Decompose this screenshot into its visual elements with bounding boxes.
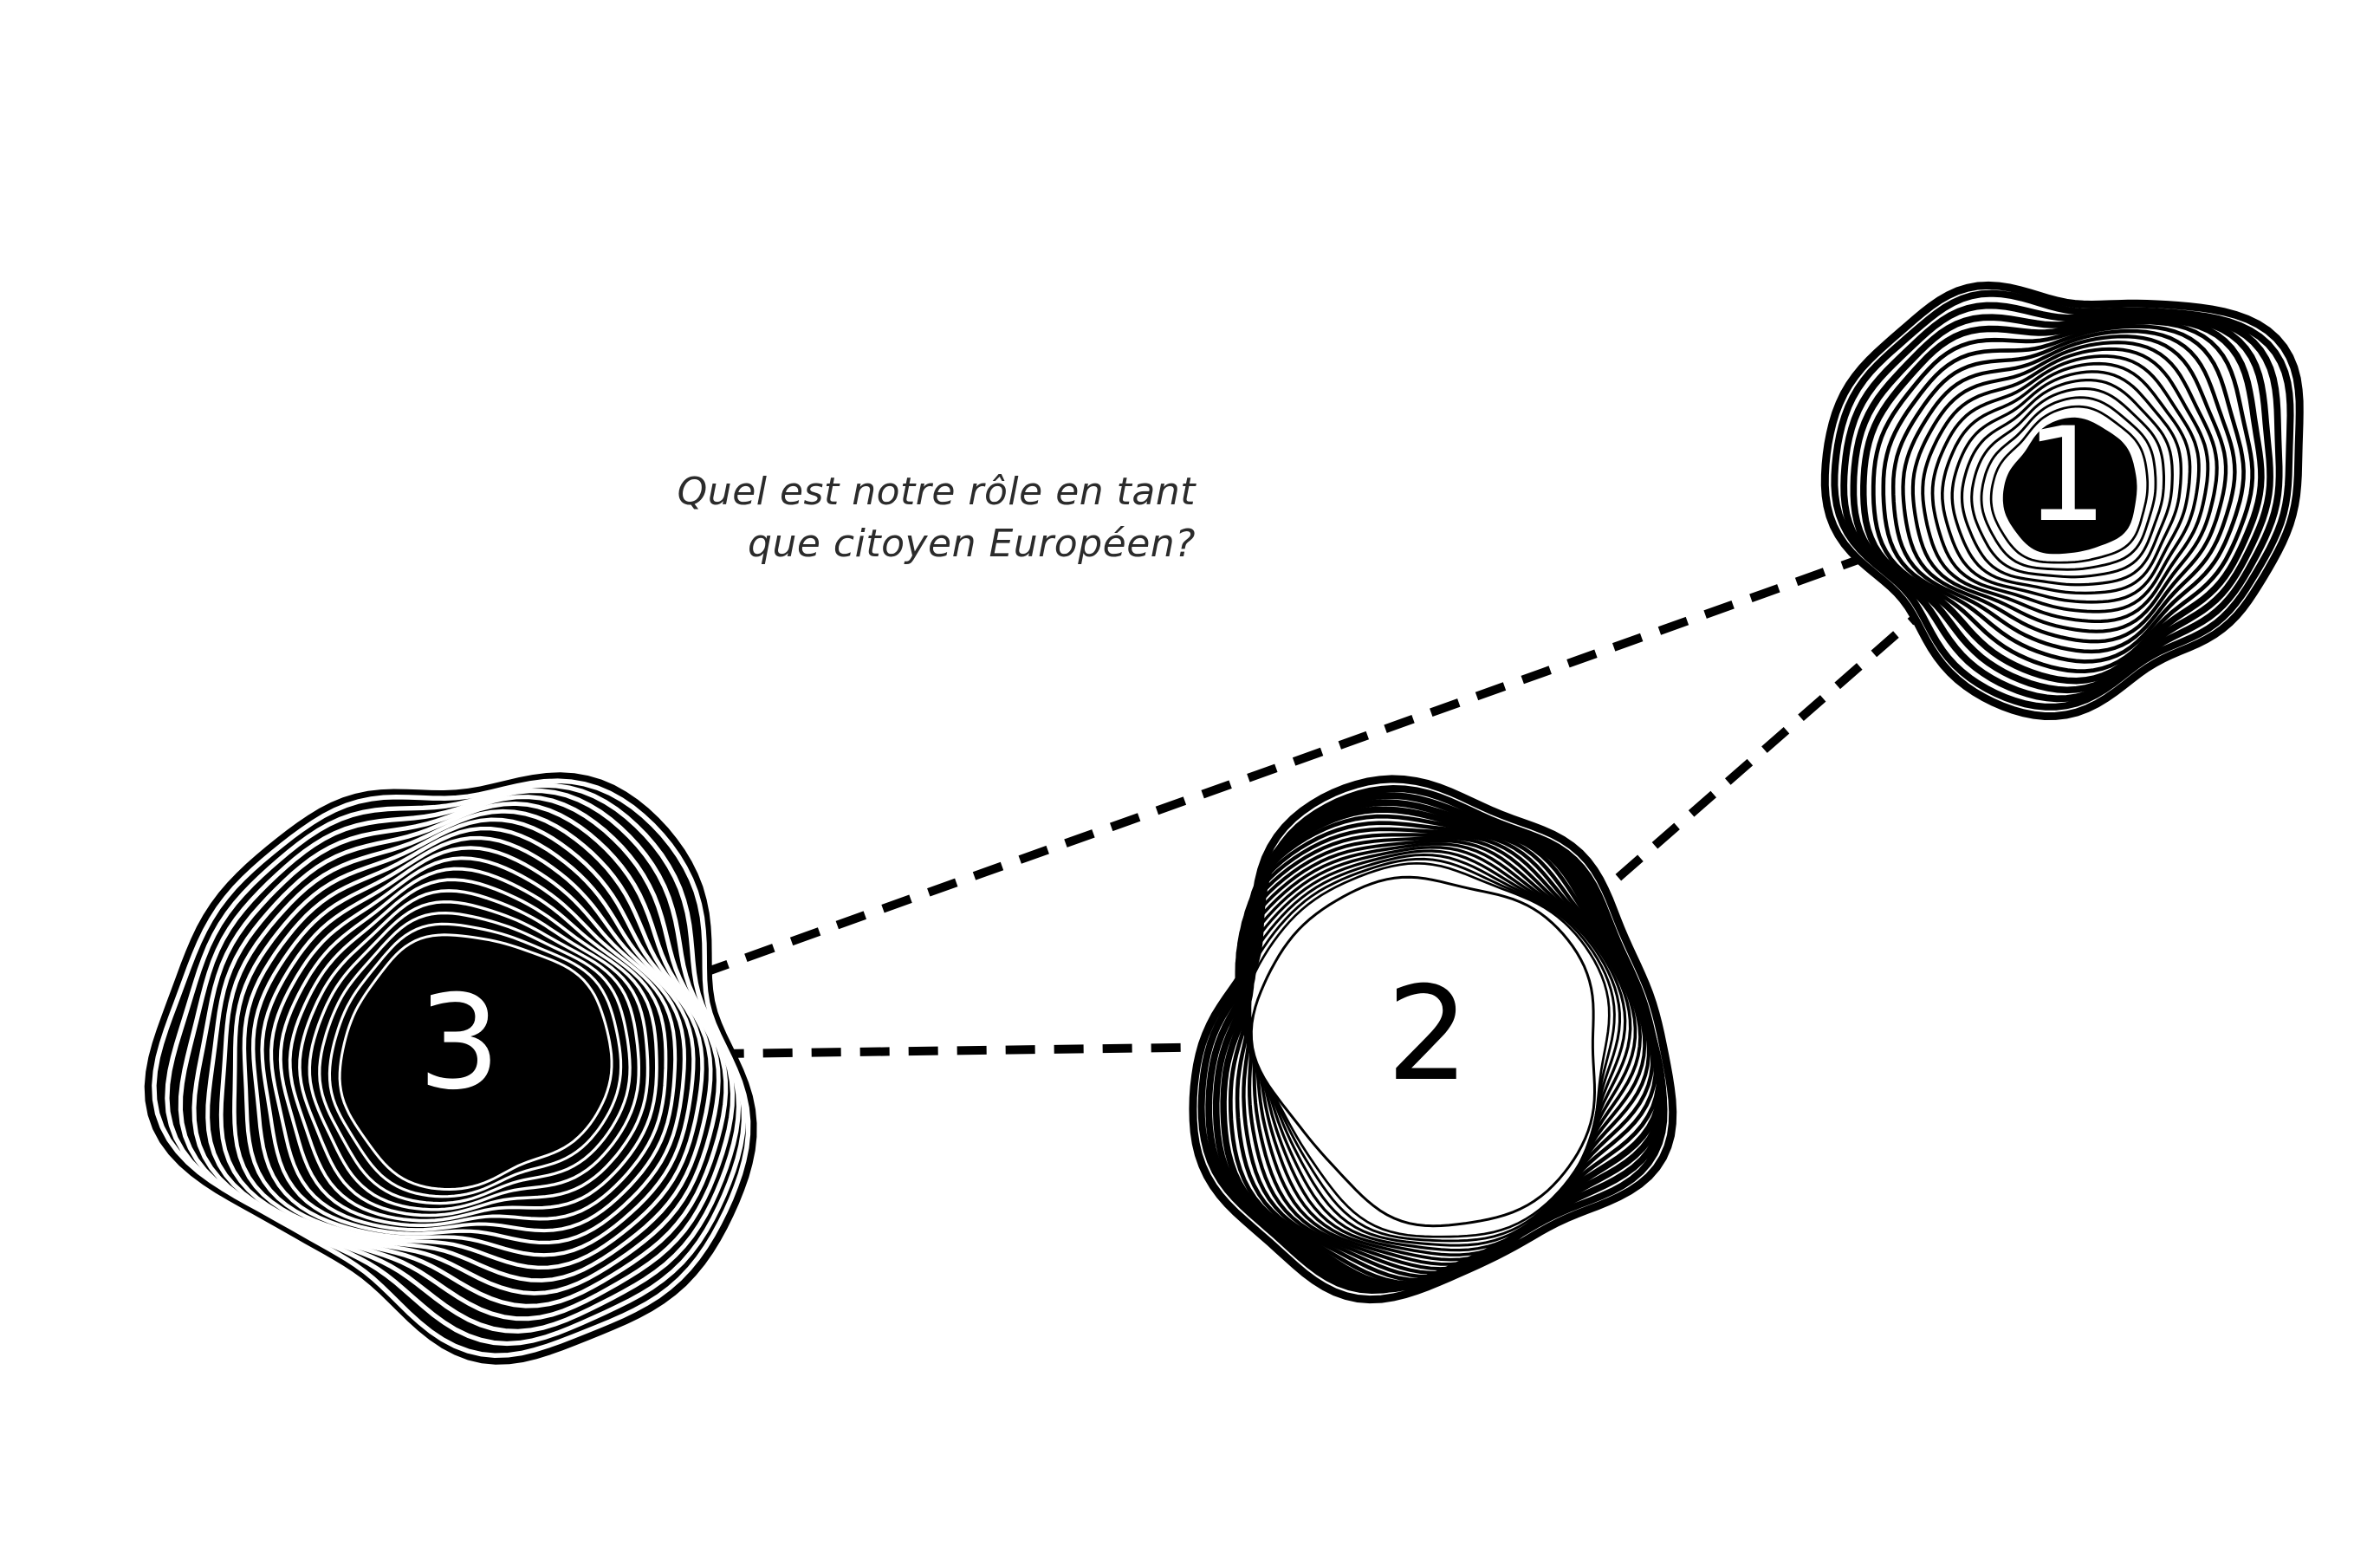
tree-ring: [178, 788, 742, 1334]
node-2-tree-rings: [1189, 775, 1677, 1304]
node-1-label: 1: [2025, 400, 2107, 551]
tree-ring: [251, 835, 696, 1257]
tree-ring: [165, 782, 747, 1347]
tree-ring: [298, 889, 650, 1218]
tree-ring: [1960, 378, 2174, 587]
connector-3-2: [665, 1042, 1219, 1059]
ring-core: [1249, 875, 1597, 1228]
tree-ring: [327, 922, 623, 1198]
node-2-label: 2: [1386, 959, 1469, 1110]
tree-ring: [288, 878, 658, 1223]
tree-ring: [232, 817, 713, 1283]
question-line-1: Quel est notre rôle en tant: [677, 470, 1196, 514]
tree-ring: [1901, 334, 2228, 644]
tree-ring: [308, 900, 641, 1211]
tree-ring: [1980, 396, 2157, 571]
node-3-label: 3: [418, 968, 500, 1119]
question-text: Quel est notre rôle en tant que citoyen …: [485, 466, 1196, 570]
tree-ring: [338, 933, 613, 1192]
question-line-2: que citoyen Européen?: [748, 522, 1196, 566]
tree-ring: [269, 856, 678, 1233]
tree-ring: [242, 826, 704, 1270]
node-3-tree-rings: [144, 772, 757, 1365]
tree-ring: [1930, 354, 2201, 614]
tree-ring: [1970, 386, 2166, 579]
tree-ring: [1890, 328, 2237, 654]
ring-core: [351, 945, 601, 1180]
tree-ring: [1989, 405, 2150, 564]
connector-2-1: [1579, 580, 1958, 913]
tree-ring: [191, 795, 736, 1321]
tree-ring: [1881, 324, 2246, 664]
tree-ring: [1860, 315, 2265, 685]
tree-ring: [278, 867, 668, 1228]
node-1-tree-rings: [1820, 281, 2304, 721]
tree-ring: [1871, 320, 2255, 674]
tree-ring: [260, 846, 686, 1244]
tree-ring: [1950, 370, 2182, 595]
tree-ring: [1921, 347, 2210, 624]
tree-ring: [218, 808, 721, 1295]
tree-ring: [1242, 861, 1611, 1238]
ring-core: [2002, 417, 2137, 555]
connector-3-1: [652, 531, 1929, 995]
tree-ring: [205, 801, 729, 1308]
tree-ring: [1910, 341, 2219, 633]
connector-lines: [652, 531, 1958, 1059]
tree-ring: [318, 911, 632, 1205]
tree-ring: [1941, 361, 2192, 604]
tree-ring: [152, 778, 751, 1358]
